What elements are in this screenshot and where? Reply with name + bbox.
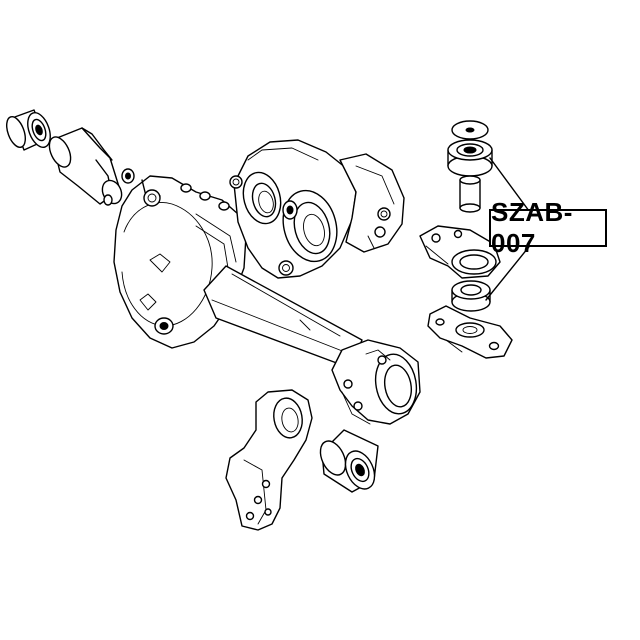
drive-shaft-coupling	[48, 127, 135, 206]
lower-bushing	[319, 429, 379, 493]
lower-mount-bushing	[451, 280, 491, 312]
spacer-sleeve	[459, 175, 481, 213]
upper-washer	[451, 120, 489, 140]
mount-base-plate	[427, 305, 513, 359]
axle-tube	[203, 265, 363, 369]
callout-leader-lines	[485, 157, 533, 301]
upper-mount-bracket	[419, 225, 501, 279]
left-bushing	[6, 109, 51, 151]
axle-end-bracket	[331, 339, 421, 425]
axle-carrier	[229, 139, 357, 279]
housing-flange	[339, 153, 405, 253]
upper-mount-bushing	[447, 139, 493, 177]
part-number-label: SZAB-007	[489, 197, 607, 258]
lower-arm-bracket	[225, 389, 313, 531]
